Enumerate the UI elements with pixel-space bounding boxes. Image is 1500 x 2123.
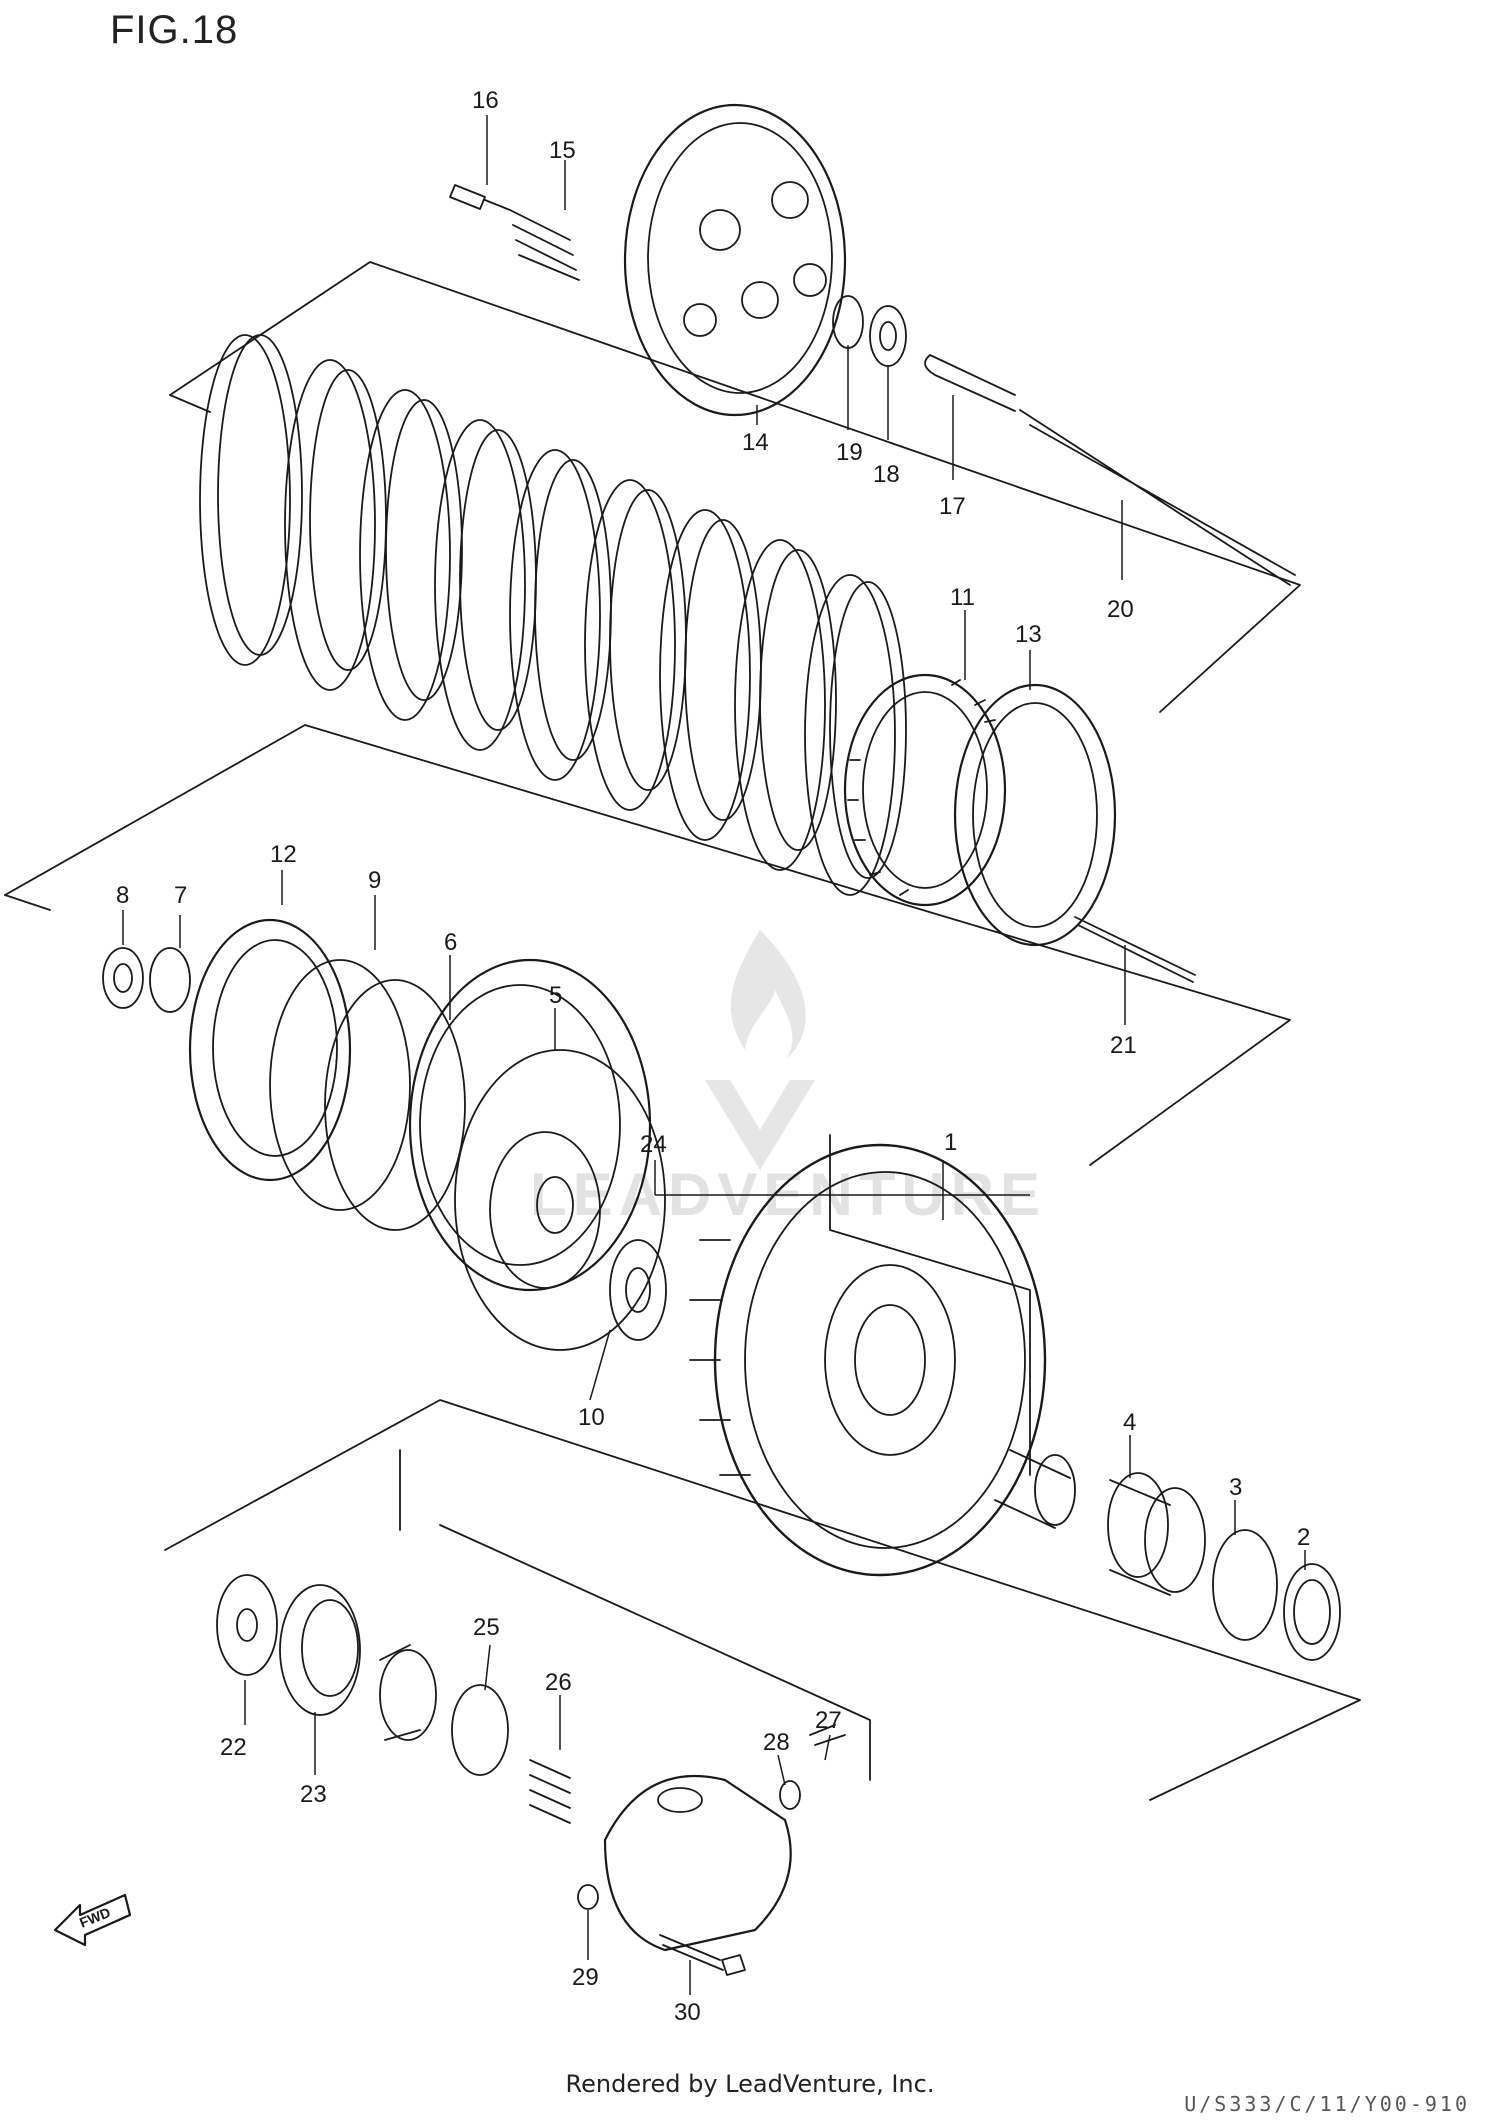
figure-title: FIG.18 (110, 8, 239, 52)
callout-5: 5 (549, 982, 562, 1009)
push-piece-17 (924, 354, 1016, 412)
callout-17: 17 (939, 493, 966, 520)
spring-plate-12 (188, 918, 352, 1182)
bolt-30 (659, 1934, 746, 1976)
callout-24: 24 (640, 1131, 667, 1158)
washer-7 (149, 947, 191, 1013)
washer-19 (832, 295, 864, 349)
washer-3 (1212, 1529, 1278, 1641)
callout-2: 2 (1297, 1524, 1310, 1551)
push-rod-20 (1019, 409, 1296, 586)
fwd-arrow-icon (53, 1893, 132, 1947)
callout-20: 20 (1107, 596, 1134, 623)
spring-15 (509, 209, 580, 281)
callout-8: 8 (116, 882, 129, 909)
callout-7: 7 (174, 882, 187, 909)
seat-9 (269, 959, 411, 1211)
release-inner-outline (439, 1524, 871, 1781)
clutch-plate-stack (199, 334, 1117, 947)
callout-labels: 1 2 3 4 5 6 7 8 9 10 11 12 13 14 15 16 1… (116, 87, 1310, 2026)
callout-1: 1 (944, 1129, 957, 1156)
callout-29: 29 (572, 1964, 599, 1991)
callout-15: 15 (549, 137, 576, 164)
callout-21: 21 (1110, 1032, 1137, 1059)
fwd-label: FWD (77, 1904, 113, 1931)
diagram-code: U/S333/C/11/Y00-910 (1184, 2092, 1470, 2116)
callout-16: 16 (472, 87, 499, 114)
bolt-16 (449, 184, 511, 211)
sleeve (994, 1449, 1071, 1529)
plate-stack-outline (169, 261, 1301, 713)
callout-25: 25 (473, 1614, 500, 1641)
callout-18: 18 (873, 461, 900, 488)
callout-27: 27 (815, 1707, 842, 1734)
callout-9: 9 (368, 867, 381, 894)
washer-2 (1283, 1563, 1341, 1661)
seal-23 (279, 1584, 361, 1716)
callout-6: 6 (444, 929, 457, 956)
footer-credit: Rendered by LeadVenture, Inc. (565, 2070, 935, 2098)
callout-28: 28 (763, 1729, 790, 1756)
hub-group-outline (4, 724, 1291, 1166)
callout-13: 13 (1015, 621, 1042, 648)
watermark-logo: LEADVENTURE (530, 930, 1040, 1228)
housing-outline (829, 1134, 1031, 1476)
callout-4: 4 (1123, 1409, 1136, 1436)
primary-driven-gear-1 (689, 1143, 1047, 1577)
clutch-hub-5 (408, 958, 666, 1351)
callout-30: 30 (674, 1999, 701, 2026)
seal-25 (451, 1684, 509, 1776)
bleeder-27 (809, 1724, 846, 1746)
bearing-18 (869, 305, 907, 367)
callout-3: 3 (1229, 1474, 1242, 1501)
callout-12: 12 (270, 841, 297, 868)
dowel-29 (577, 1884, 599, 1910)
callout-19: 19 (836, 439, 863, 466)
callout-26: 26 (545, 1669, 572, 1696)
bearing-22 (216, 1574, 278, 1676)
release-outline (164, 1399, 1361, 1801)
release-cover (603, 1774, 792, 1952)
rod-21 (1074, 916, 1196, 983)
callout-22: 22 (220, 1734, 247, 1761)
washer-10 (609, 1239, 667, 1341)
callout-10: 10 (578, 1404, 605, 1431)
callout-23: 23 (300, 1781, 327, 1808)
leader-lines (122, 115, 1306, 1995)
nut-8 (102, 947, 144, 1009)
needle-bearing-4 (1107, 1472, 1169, 1578)
cap-28 (779, 1780, 801, 1810)
pressure-plate-14 (623, 103, 847, 417)
ring-6 (324, 979, 466, 1231)
callout-14: 14 (742, 429, 769, 456)
spring-26 (529, 1759, 571, 1824)
piston (379, 1649, 437, 1741)
callout-11: 11 (950, 584, 975, 611)
